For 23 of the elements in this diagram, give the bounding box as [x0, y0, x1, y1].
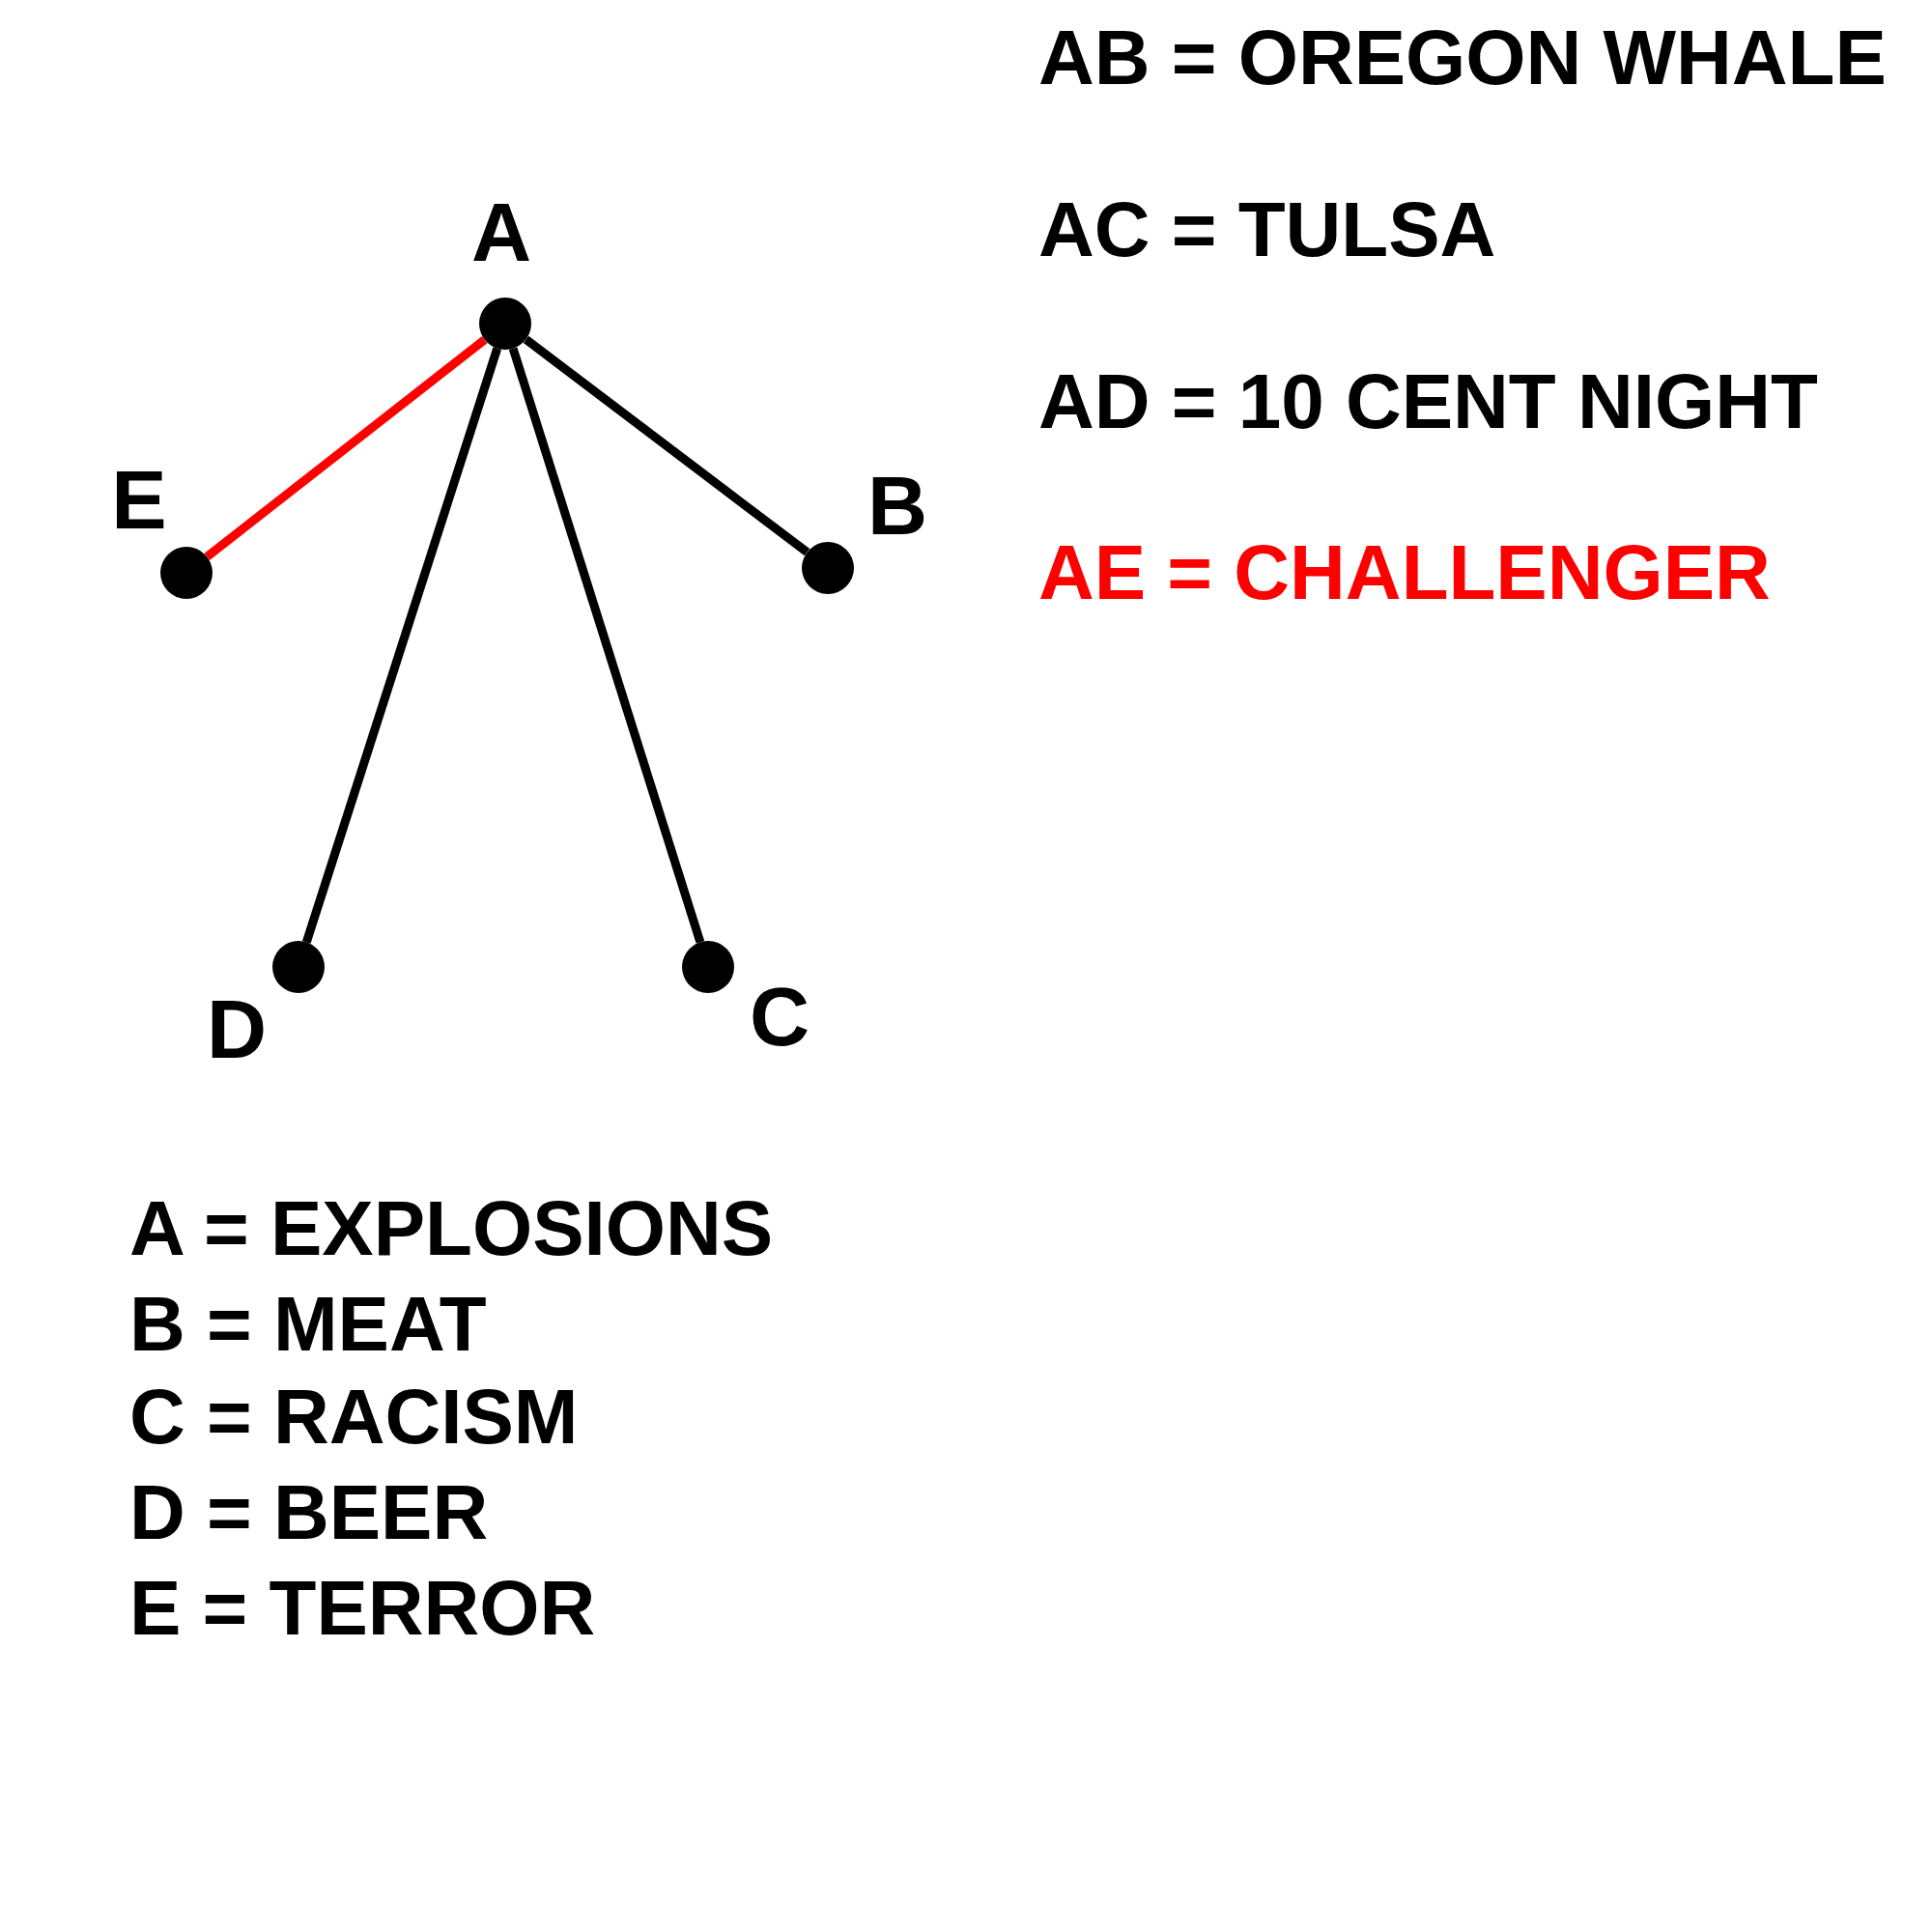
- connector-line: [204, 336, 488, 560]
- node-label: E: [111, 458, 167, 541]
- node-dot: [682, 941, 734, 993]
- node-label: B: [867, 464, 928, 547]
- key-text: B = MEAT: [129, 1286, 487, 1363]
- node-dot: [802, 542, 854, 594]
- node-label: D: [206, 987, 268, 1070]
- connector-line: [301, 347, 502, 944]
- node-dot: [160, 547, 213, 599]
- connector-line: [523, 335, 810, 556]
- key-text: D = BEER: [129, 1474, 489, 1551]
- key-text: AD = 10 CENT NIGHT: [1038, 363, 1818, 440]
- node-dot: [479, 298, 531, 350]
- key-text: E = TERROR: [129, 1570, 596, 1647]
- key-text: AE = CHALLENGER: [1038, 534, 1771, 611]
- key-text: AB = OREGON WHALE: [1038, 19, 1887, 97]
- node-label: C: [749, 975, 810, 1058]
- node-dot: [272, 941, 325, 993]
- node-label: A: [470, 190, 532, 273]
- key-text: C = RACISM: [129, 1378, 579, 1456]
- connector-line: [508, 347, 705, 944]
- key-text: AC = TULSA: [1038, 191, 1496, 269]
- key-text: A = EXPLOSIONS: [129, 1190, 774, 1267]
